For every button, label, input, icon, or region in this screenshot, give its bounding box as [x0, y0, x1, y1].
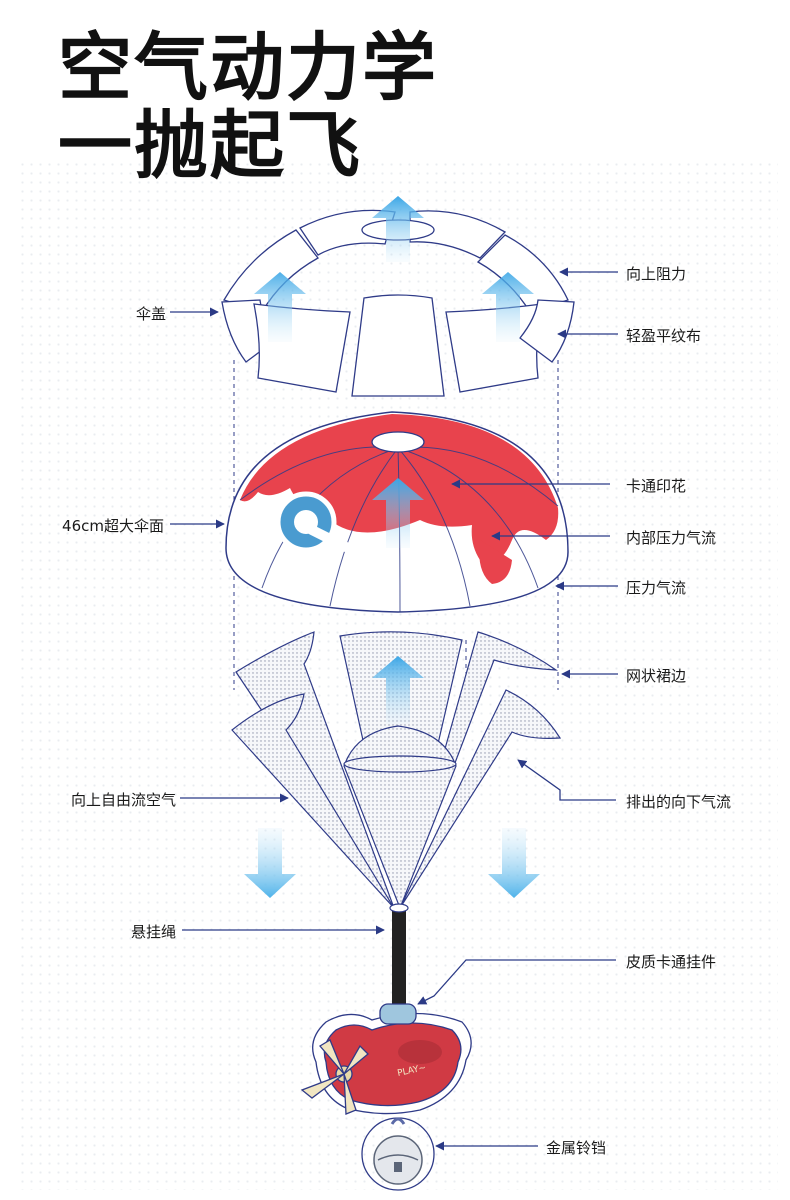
skirt-up-arrow: [372, 656, 424, 724]
leader-lines: [170, 267, 618, 1151]
label-mesh-skirt: 网状裙边: [626, 667, 687, 685]
suspension-cord-shape: [392, 908, 406, 1018]
label-metal-bell: 金属铃铛: [546, 1139, 607, 1157]
title-line-2: 一抛起飞: [58, 103, 362, 189]
label-pressure-airflow: 压力气流: [626, 579, 687, 597]
label-upward-drag: 向上阻力: [626, 265, 687, 283]
canopy-printed-dome: [225, 411, 569, 613]
label-canopy: 伞盖: [135, 305, 166, 323]
label-downward-airflow: 排出的向下气流: [626, 793, 732, 811]
label-leather-pendant: 皮质卡通挂件: [626, 953, 717, 971]
metal-bell: [361, 1117, 435, 1191]
downward-arrows: [244, 828, 540, 898]
label-internal-airflow: 内部压力气流: [626, 529, 717, 547]
label-upward-free-air: 向上自由流空气: [70, 791, 176, 809]
title-line-1: 空气动力学: [58, 25, 438, 111]
mesh-skirt: [231, 631, 562, 910]
label-cartoon-print: 卡通印花: [626, 477, 687, 495]
canopy-top-arrows: [254, 196, 534, 342]
label-light-fabric: 轻盈平纹布: [626, 327, 702, 345]
airplane-pendant: [300, 1003, 472, 1115]
label-canopy-size: 46cm超大伞面: [62, 517, 164, 535]
label-suspension-cord: 悬挂绳: [130, 923, 176, 941]
